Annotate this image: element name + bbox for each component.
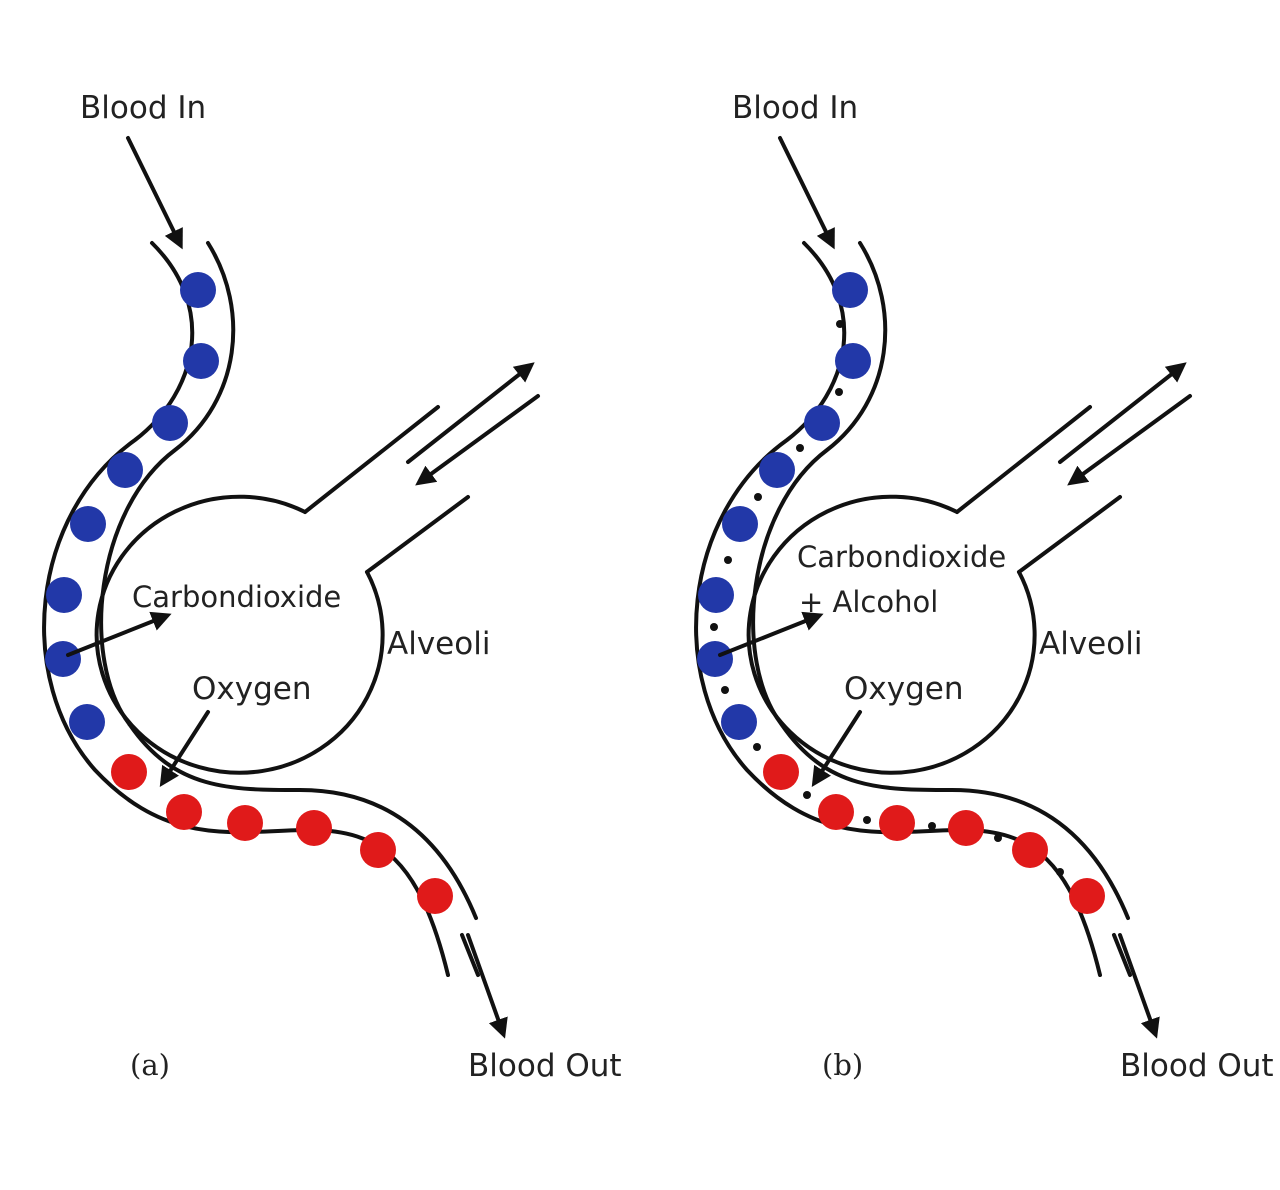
alcohol-dot <box>721 686 729 694</box>
alcohol-dot <box>1056 868 1064 876</box>
oxygen-arrow <box>811 710 862 788</box>
blood-out-label: Blood Out <box>468 1048 622 1084</box>
exhale-arrow <box>1058 362 1187 464</box>
blood-out-label: Blood Out <box>1120 1048 1274 1084</box>
alcohol-dot <box>994 834 1002 842</box>
blood-out-arrow <box>1118 933 1160 1039</box>
blood-cells <box>45 272 453 914</box>
airway-lower-wall <box>365 495 470 574</box>
alcohol-molecules <box>710 320 1064 876</box>
oxygen-label: Oxygen <box>844 671 964 707</box>
alveolus <box>94 405 470 775</box>
oxygenated-blood-cell <box>763 754 799 790</box>
airway-lower-wall <box>1017 495 1122 574</box>
capillary-end-dash <box>1112 933 1132 977</box>
inhale-arrow <box>415 394 540 486</box>
deoxygenated-blood-cell <box>835 343 871 379</box>
airway-upper-wall <box>303 405 440 514</box>
alcohol-dot <box>928 822 936 830</box>
alcohol-dot <box>796 444 804 452</box>
oxygen-label: Oxygen <box>192 671 312 707</box>
deoxygenated-blood-cell <box>721 704 757 740</box>
deoxygenated-blood-cell <box>69 704 105 740</box>
exhale-arrow <box>406 362 535 464</box>
alveoli-label: Alveoli <box>387 626 490 662</box>
oxygenated-blood-cell <box>227 805 263 841</box>
co2-arrow <box>718 611 824 657</box>
oxygenated-blood-cell <box>948 810 984 846</box>
deoxygenated-blood-cell <box>759 452 795 488</box>
deoxygenated-blood-cell <box>107 452 143 488</box>
oxygenated-blood-cell <box>417 878 453 914</box>
oxygenated-blood-cell <box>1069 878 1105 914</box>
oxygenated-blood-cell <box>360 832 396 868</box>
oxygenated-blood-cell <box>166 794 202 830</box>
blood-out-arrow <box>466 933 508 1039</box>
deoxygenated-blood-cell <box>70 506 106 542</box>
blood-cells <box>697 272 1105 914</box>
alveolus-sac <box>94 494 385 775</box>
alcohol-dot <box>754 493 762 501</box>
deoxygenated-blood-cell <box>722 506 758 542</box>
oxygen-arrow <box>159 710 210 788</box>
capillary-outer-wall <box>42 241 450 977</box>
alcohol-dot <box>835 388 843 396</box>
deoxygenated-blood-cell <box>183 343 219 379</box>
deoxygenated-blood-cell <box>152 405 188 441</box>
airway-upper-wall <box>955 405 1092 514</box>
panel-a: Blood In Carbondioxide Alveoli Oxygen (a… <box>42 90 622 1084</box>
oxygenated-blood-cell <box>296 810 332 846</box>
panel-caption: (a) <box>130 1048 170 1082</box>
alcohol-dot <box>753 743 761 751</box>
blood-in-label: Blood In <box>732 90 858 126</box>
oxygenated-blood-cell <box>879 805 915 841</box>
deoxygenated-blood-cell <box>697 641 733 677</box>
co2-label-line2: + Alcohol <box>799 585 938 619</box>
alveoli-label: Alveoli <box>1039 626 1142 662</box>
inhale-arrow <box>1067 394 1192 486</box>
alcohol-dot <box>863 816 871 824</box>
capillary-outer-wall <box>694 241 1102 977</box>
deoxygenated-blood-cell <box>180 272 216 308</box>
alveolus <box>746 405 1122 775</box>
panel-b: Blood In Carbondioxide + Alcohol Alveoli… <box>694 90 1274 1084</box>
deoxygenated-blood-cell <box>832 272 868 308</box>
deoxygenated-blood-cell <box>698 577 734 613</box>
alcohol-dot <box>836 320 844 328</box>
deoxygenated-blood-cell <box>46 577 82 613</box>
oxygenated-blood-cell <box>818 794 854 830</box>
oxygenated-blood-cell <box>1012 832 1048 868</box>
co2-label: Carbondioxide <box>132 580 341 614</box>
alcohol-dot <box>803 791 811 799</box>
deoxygenated-blood-cell <box>45 641 81 677</box>
blood-in-arrow <box>126 136 183 250</box>
deoxygenated-blood-cell <box>804 405 840 441</box>
co2-label: Carbondioxide <box>797 540 1006 574</box>
alcohol-dot <box>724 556 732 564</box>
blood-in-label: Blood In <box>80 90 206 126</box>
panel-caption: (b) <box>822 1048 863 1082</box>
capillary-end-dash <box>460 933 480 977</box>
co2-arrow <box>66 611 172 657</box>
alveolus-sac <box>746 494 1037 775</box>
alcohol-dot <box>710 623 718 631</box>
blood-in-arrow <box>778 136 835 250</box>
oxygenated-blood-cell <box>111 754 147 790</box>
